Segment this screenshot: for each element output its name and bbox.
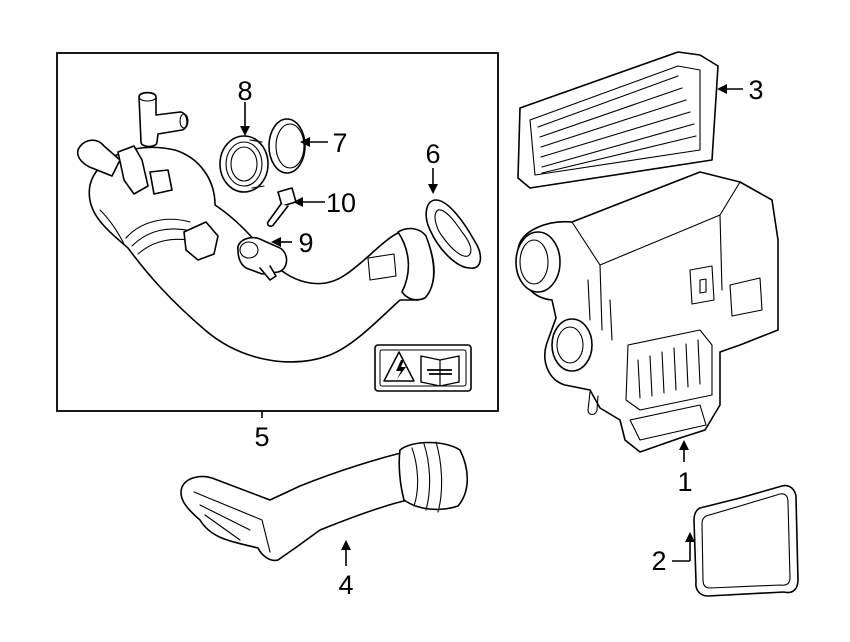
t-connector bbox=[138, 91, 189, 148]
seal-ring bbox=[425, 199, 482, 269]
air-filter-element bbox=[517, 51, 719, 189]
manual-wrench-icon bbox=[420, 355, 460, 387]
electric-hazard-icon bbox=[383, 351, 415, 382]
callout-4: 4 bbox=[338, 570, 353, 600]
callout-9: 9 bbox=[298, 228, 313, 258]
air-cleaner-housing bbox=[515, 171, 779, 453]
callout-5: 5 bbox=[254, 422, 269, 452]
sensor bbox=[237, 236, 288, 281]
bolt bbox=[266, 187, 297, 227]
callout-8: 8 bbox=[237, 76, 252, 106]
callout-7: 7 bbox=[332, 128, 347, 158]
housing-gasket bbox=[693, 484, 799, 597]
hose-coupling bbox=[219, 135, 269, 193]
callout-labels: 1 2 3 4 5 6 7 8 9 10 bbox=[237, 75, 763, 600]
warning-label bbox=[374, 344, 472, 392]
callout-6: 6 bbox=[425, 139, 440, 169]
callout-2: 2 bbox=[651, 546, 666, 576]
assembly-5-frame bbox=[56, 52, 499, 412]
leader-lines bbox=[240, 84, 743, 566]
intake-duct bbox=[180, 441, 469, 562]
o-ring bbox=[268, 118, 306, 174]
callout-1: 1 bbox=[677, 467, 692, 497]
callout-3: 3 bbox=[748, 75, 763, 105]
callout-10: 10 bbox=[326, 188, 356, 218]
